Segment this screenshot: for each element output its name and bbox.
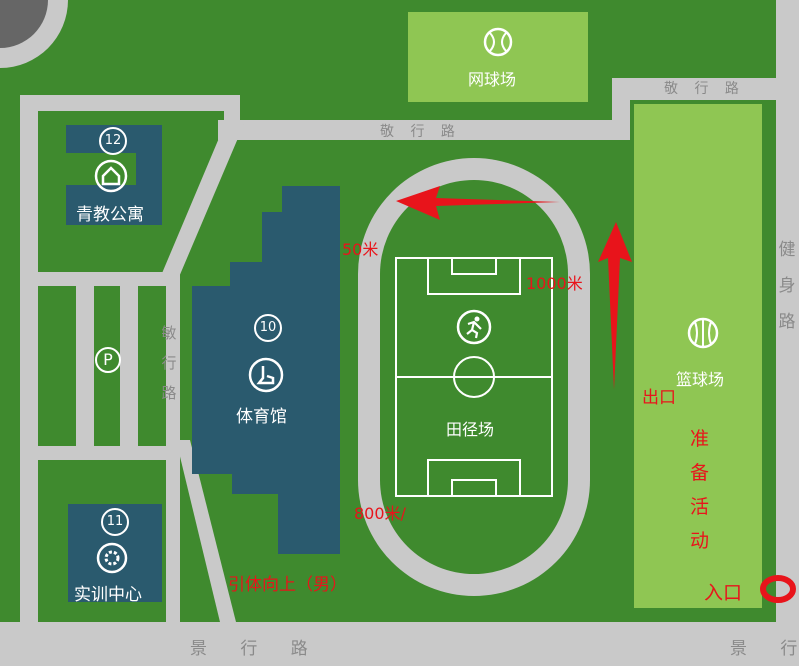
training-center-label: 实训中心	[74, 585, 142, 605]
bottom-road	[0, 622, 799, 666]
tennis-court[interactable]	[408, 12, 588, 102]
gym-icon	[248, 357, 284, 393]
gear-icon	[96, 542, 128, 574]
parking-lane-2	[120, 286, 138, 446]
building-number-12: 12	[99, 127, 127, 155]
basketball-icon	[687, 317, 719, 349]
basketball-court-label: 篮球场	[676, 370, 725, 389]
top-road-connector	[612, 78, 630, 140]
bottom-right-road-label: 景 行	[730, 639, 797, 659]
annotation-1000m: 1000米	[526, 274, 583, 293]
runner-icon	[456, 309, 492, 345]
parking-lane-1	[76, 286, 94, 446]
parking-label: P	[103, 350, 113, 369]
up-arrow	[598, 222, 632, 390]
basketball-court[interactable]	[634, 104, 762, 608]
annotation-50m: 50米	[342, 240, 379, 259]
right-road	[776, 0, 799, 666]
apartment-label: 青教公寓	[76, 205, 144, 225]
annotation-exit: 出口	[642, 388, 676, 408]
gym-label: 体育馆	[236, 407, 287, 427]
track-field-label: 田径场	[446, 420, 495, 439]
annotation-pullup: 引体向上（男）	[228, 575, 347, 595]
annotation-entrance: 入口	[704, 582, 743, 604]
top-right-road-label: 敬 行 路	[664, 81, 745, 97]
building-number-10: 10	[254, 314, 282, 342]
left-vertical-road	[20, 95, 38, 622]
building-number-11: 11	[101, 508, 129, 536]
house-icon	[94, 159, 128, 193]
bottom-road-label: 景 行 路	[190, 639, 322, 659]
mid-left-road	[20, 272, 170, 286]
top-left-ring	[0, 0, 68, 68]
tennis-ball-icon	[483, 27, 513, 57]
parking-icon	[95, 347, 121, 373]
tennis-court-label: 网球场	[468, 70, 517, 89]
annotation-800m: 800米/	[354, 504, 406, 523]
top-right-road	[612, 78, 799, 100]
top-road-label: 敬 行 路	[380, 124, 461, 140]
gym-side-road	[166, 272, 180, 622]
low-left-road	[20, 446, 170, 460]
top-road	[218, 120, 628, 140]
entrance-marker-icon	[760, 575, 796, 603]
upper-left-road	[20, 95, 240, 111]
left-arrow	[396, 186, 560, 220]
